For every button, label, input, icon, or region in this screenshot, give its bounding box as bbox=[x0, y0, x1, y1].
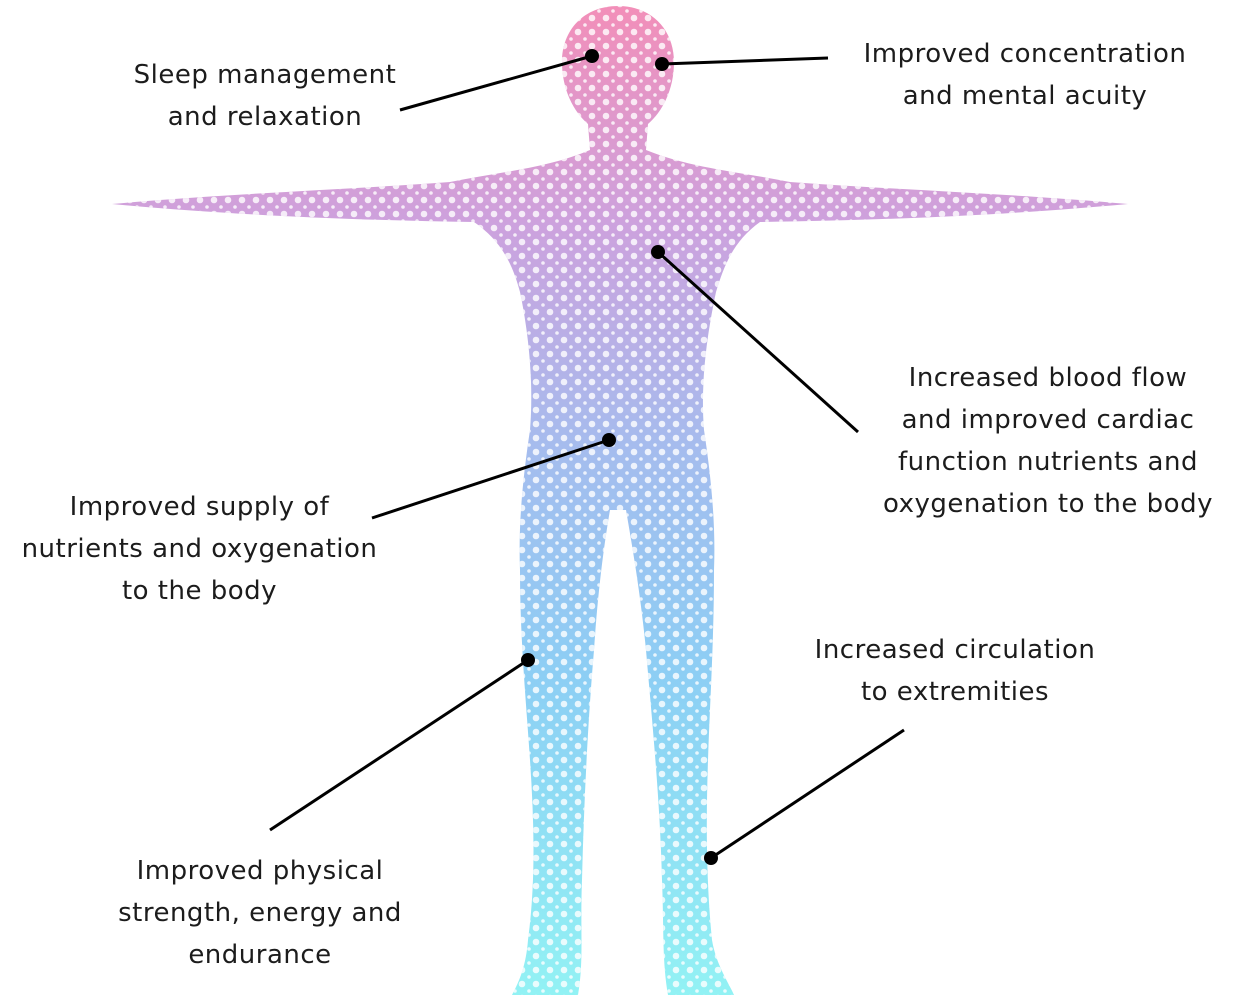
sleep-callout-line bbox=[400, 56, 592, 110]
sleep-callout-dot bbox=[585, 49, 599, 63]
strength-callout-line bbox=[270, 660, 528, 830]
strength-callout-dot bbox=[521, 653, 535, 667]
circulation-callout-dot bbox=[704, 851, 718, 865]
supply-callout-label: Improved supply of nutrients and oxygena… bbox=[2, 486, 397, 612]
circulation-callout-line bbox=[711, 730, 904, 858]
concentration-callout-line bbox=[662, 58, 828, 64]
blood-flow-callout-label: Increased blood flow and improved cardia… bbox=[868, 357, 1228, 525]
blood-flow-callout-dot bbox=[651, 245, 665, 259]
sleep-callout-label: Sleep management and relaxation bbox=[120, 54, 410, 138]
strength-callout-label: Improved physical strength, energy and e… bbox=[95, 850, 425, 976]
supply-callout-dot bbox=[602, 433, 616, 447]
concentration-callout-label: Improved concentration and mental acuity bbox=[835, 33, 1215, 117]
concentration-callout-dot bbox=[655, 57, 669, 71]
circulation-callout-label: Increased circulation to extremities bbox=[790, 629, 1120, 713]
